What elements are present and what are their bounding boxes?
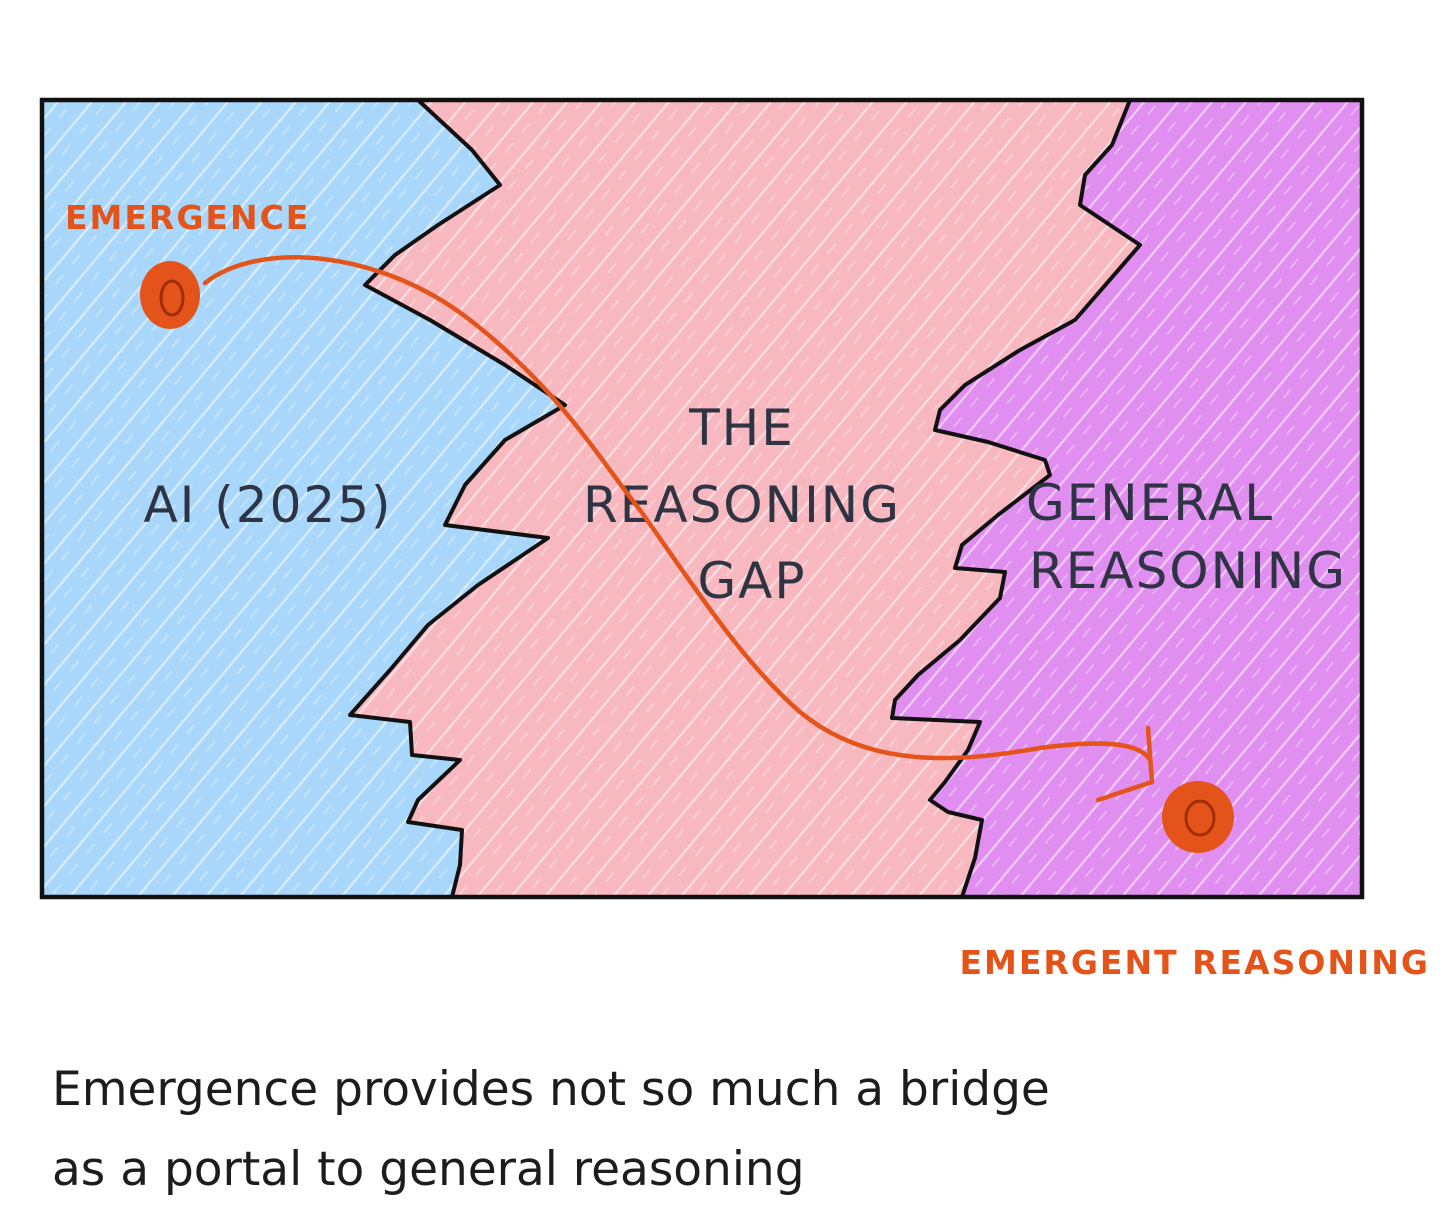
right-boundary-line <box>890 98 1142 899</box>
arrowhead <box>1095 725 1155 803</box>
general-reasoning-label-line1: GENERAL <box>1026 474 1274 532</box>
reasoning-gap-label-line3: GAP <box>697 552 806 610</box>
left-boundary-line <box>348 98 567 899</box>
emergence-label: EMERGENCE <box>65 198 310 237</box>
general-reasoning-label-line2: REASONING <box>1029 542 1347 600</box>
reasoning-gap-label-line2: REASONING <box>583 476 901 534</box>
emergence-path-arrow <box>202 255 1153 763</box>
emergent-reasoning-end-dot <box>1162 781 1234 853</box>
emergence-start-dot <box>140 261 200 329</box>
diagram-caption: Emergence provides not so much a bridge … <box>52 1050 1432 1210</box>
caption-line-1: Emergence provides not so much a bridge <box>52 1062 1050 1117</box>
diagram-frame <box>39 97 1365 900</box>
emergent-reasoning-label: EMERGENT REASONING <box>960 943 1431 982</box>
ai-2025-label: AI (2025) <box>143 476 392 534</box>
reasoning-gap-label-line1: THE <box>688 399 795 457</box>
caption-line-2: as a portal to general reasoning <box>52 1142 805 1197</box>
